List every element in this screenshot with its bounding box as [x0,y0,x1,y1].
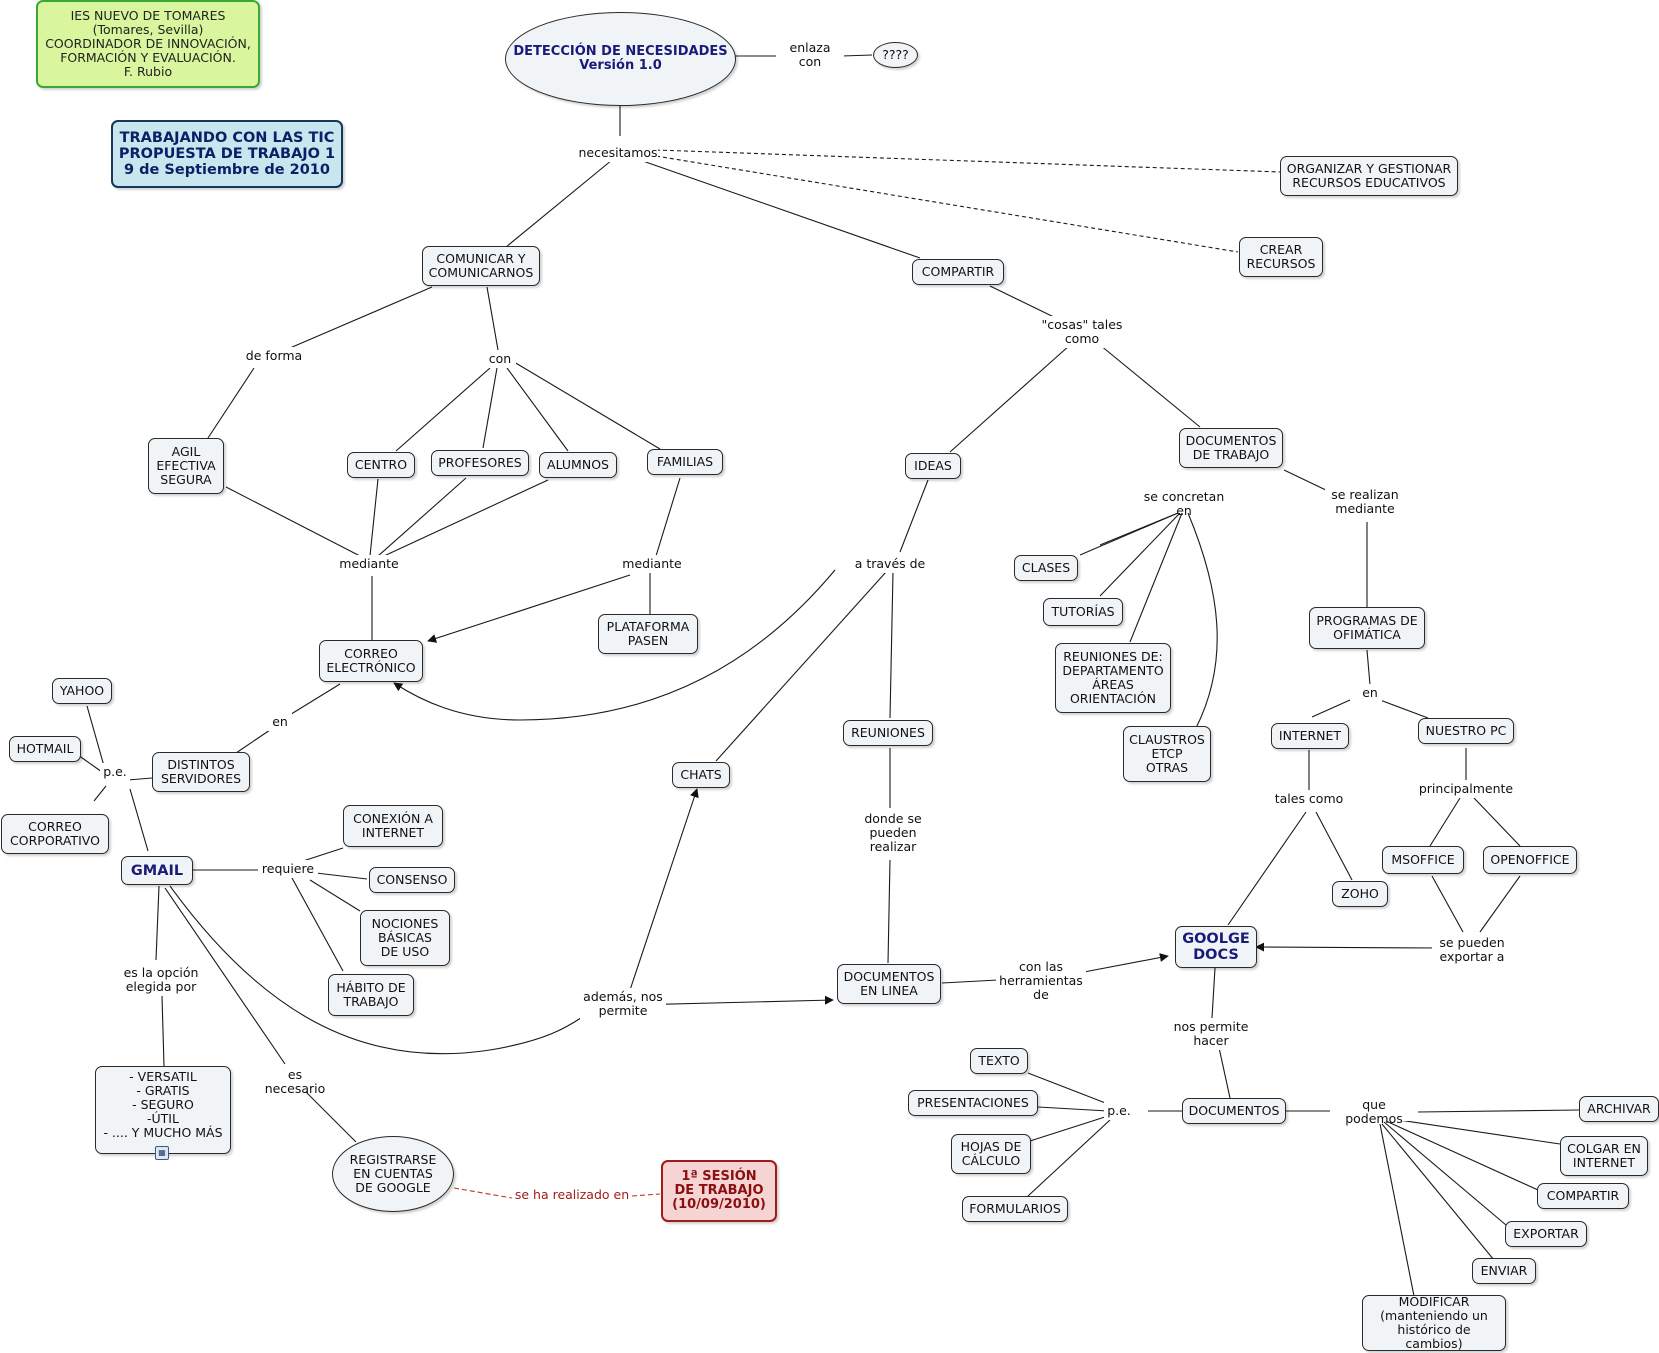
concept-doc-linea[interactable]: DOCUMENTOS EN LINEA [837,964,941,1004]
concept-comunicar[interactable]: COMUNICAR Y COMUNICARNOS [422,246,540,286]
link-requiere: requiere [258,860,318,878]
link-en-1: en [268,713,292,731]
root-concept[interactable]: DETECCIÓN DE NECESIDADES Versión 1.0 [505,12,736,106]
link-con: con [484,350,516,368]
concept-exportar[interactable]: EXPORTAR [1505,1221,1587,1247]
concept-nociones[interactable]: NOCIONES BÁSICAS DE USO [360,910,450,966]
link-se-realizan: se realizan mediante [1325,486,1405,518]
concept-reuniones-de[interactable]: REUNIONES DE: DEPARTAMENTO ÁREAS ORIENTA… [1055,643,1171,713]
link-donde: donde se pueden realizar [854,810,932,856]
link-en-2: en [1358,684,1382,702]
concept-claustros[interactable]: CLAUSTROS ETCP OTRAS [1123,726,1211,782]
concept-archivar[interactable]: ARCHIVAR [1579,1096,1659,1122]
concept-reuniones[interactable]: REUNIONES [843,720,933,746]
concept-formularios[interactable]: FORMULARIOS [962,1196,1068,1222]
session-title-box[interactable]: TRABAJANDO CON LAS TIC PROPUESTA DE TRAB… [111,120,343,188]
concept-doc-trabajo[interactable]: DOCUMENTOS DE TRABAJO [1179,428,1283,468]
concept-crear[interactable]: CREAR RECURSOS [1239,237,1323,277]
link-mediante-1: mediante [336,555,402,573]
concept-hotmail[interactable]: HOTMAIL [9,736,81,762]
concept-servidores[interactable]: DISTINTOS SERVIDORES [152,752,250,792]
concept-zoho[interactable]: ZOHO [1332,881,1388,907]
concept-documentos[interactable]: DOCUMENTOS [1182,1098,1286,1124]
concept-tutorias[interactable]: TUTORÍAS [1043,598,1123,626]
link-ademas: además, nos permite [580,988,666,1020]
link-exportar-a: se pueden exportar a [1432,934,1512,966]
concept-consenso[interactable]: CONSENSO [369,867,455,893]
concept-enviar[interactable]: ENVIAR [1472,1258,1536,1284]
concept-colgar[interactable]: COLGAR EN INTERNET [1560,1136,1648,1176]
link-es-necesario: es necesario [254,1068,336,1096]
concept-modificar[interactable]: MODIFICAR (manteniendo un histórico de c… [1362,1295,1506,1351]
concept-compartir[interactable]: COMPARTIR [912,259,1004,285]
link-necesitamos: necesitamos [578,144,658,162]
concept-plataforma[interactable]: PLATAFORMA PASEN [598,614,698,654]
concept-msoffice[interactable]: MSOFFICE [1382,846,1464,874]
concept-gmail[interactable]: GMAIL [121,856,193,885]
concept-correo[interactable]: CORREO ELECTRÓNICO [319,640,423,682]
concept-google-docs[interactable]: GOOLGE DOCS [1175,926,1257,968]
link-se-concretan: se concretan en [1132,490,1236,518]
concept-alumnos[interactable]: ALUMNOS [539,452,617,478]
concept-presentaciones[interactable]: PRESENTACIONES [908,1090,1038,1116]
link-principalmente: principalmente [1414,780,1518,798]
concept-internet[interactable]: INTERNET [1271,723,1349,749]
concept-familias[interactable]: FAMILIAS [647,449,723,475]
link-tales-como: tales como [1272,790,1346,808]
concept-clases[interactable]: CLASES [1014,555,1078,581]
concept-texto[interactable]: TEXTO [970,1048,1028,1074]
concept-agil[interactable]: AGIL EFECTIVA SEGURA [148,438,224,494]
link-enlaza-con: enlaza con [776,41,844,69]
link-que-podemos: que podemos [1330,1098,1418,1126]
concept-corporativo[interactable]: CORREO CORPORATIVO [1,814,109,854]
concept-conexion[interactable]: CONEXIÓN A INTERNET [343,805,443,847]
concept-compartir-2[interactable]: COMPARTIR [1537,1183,1629,1209]
attachment-icon[interactable]: ▦ [155,1146,169,1160]
unknown-concept[interactable]: ???? [873,42,918,68]
first-session-box[interactable]: 1ª SESIÓN DE TRABAJO (10/09/2010) [661,1160,777,1222]
link-pe-2: p.e. [1104,1102,1134,1120]
link-con-herr: con las herramientas de [996,958,1086,1004]
link-cosas: "cosas" tales como [1036,316,1128,348]
concept-chats[interactable]: CHATS [672,762,730,788]
concept-centro[interactable]: CENTRO [347,452,415,478]
concept-nuestro-pc[interactable]: NUESTRO PC [1418,718,1514,744]
concept-openoffice[interactable]: OPENOFFICE [1483,846,1577,874]
concept-versatil[interactable]: - VERSATIL - GRATIS - SEGURO -ÚTIL - ...… [95,1066,231,1154]
link-pe-1: p.e. [100,763,130,781]
link-nos-permite: nos permite hacer [1168,1018,1254,1050]
concept-ideas[interactable]: IDEAS [905,453,961,479]
concept-yahoo[interactable]: YAHOO [52,678,112,704]
concept-programas[interactable]: PROGRAMAS DE OFIMÁTICA [1309,607,1425,649]
link-realizado-en: se ha realizado en [512,1186,632,1204]
concept-habito[interactable]: HÁBITO DE TRABAJO [328,974,414,1016]
link-es-opcion: es la opción elegida por [118,964,204,996]
concept-hojas[interactable]: HOJAS DE CÁLCULO [951,1134,1031,1174]
link-a-traves: a través de [852,555,928,573]
link-mediante-2: mediante [619,555,685,573]
concept-registrarse[interactable]: REGISTRARSE EN CUENTAS DE GOOGLE [332,1136,454,1212]
header-info-box[interactable]: IES NUEVO DE TOMARES (Tomares, Sevilla) … [36,0,260,88]
concept-profesores[interactable]: PROFESORES [431,450,529,476]
concept-organizar[interactable]: ORGANIZAR Y GESTIONAR RECURSOS EDUCATIVO… [1280,156,1458,196]
link-de-forma: de forma [242,347,306,365]
